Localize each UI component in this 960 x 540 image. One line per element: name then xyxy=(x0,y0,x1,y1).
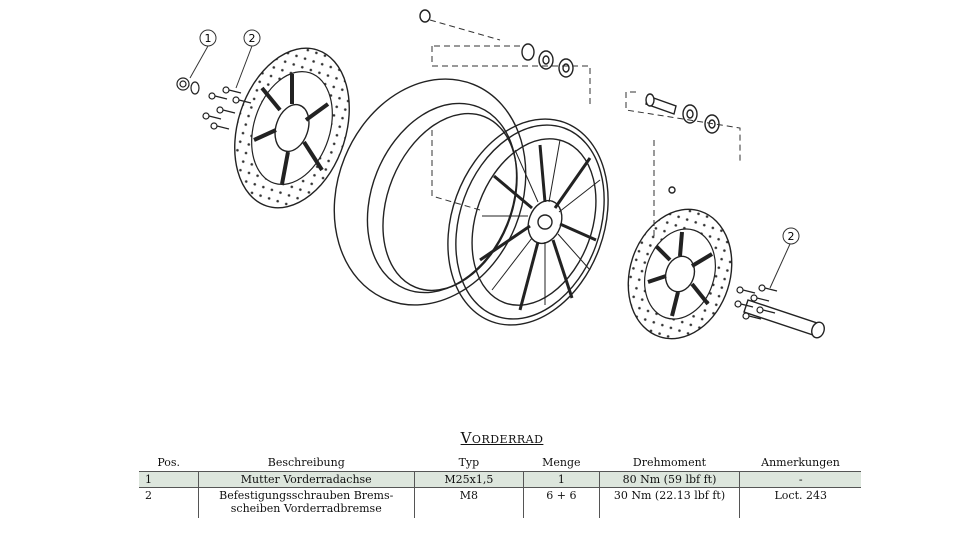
callout-2-left: 2 xyxy=(235,29,261,89)
cell-type: M25x1,5 xyxy=(413,471,524,488)
tyre xyxy=(333,78,527,306)
top-bearing-set xyxy=(419,9,574,78)
cell-pos: 1 xyxy=(139,471,199,488)
brake-disc-right xyxy=(627,208,733,340)
header-description: Beschreibung xyxy=(198,455,415,472)
header-torque: Drehmoment xyxy=(599,455,740,472)
right-bolts xyxy=(734,284,778,320)
cell-pos: 2 xyxy=(145,489,152,502)
svg-text:1: 1 xyxy=(205,32,212,45)
header-pos: Pos. xyxy=(139,455,199,472)
table-row: 1 Mutter Vorderradachse M25x1,5 1 80 Nm … xyxy=(139,471,861,488)
header-notes: Anmerkungen xyxy=(739,455,861,472)
callout-2-right: 2 xyxy=(769,227,800,289)
cell-type: M8 xyxy=(413,487,524,518)
table-title: Vorderrad xyxy=(460,429,544,447)
exploded-wheel-drawing: 1 2 2 xyxy=(176,9,825,340)
table-header-row: Pos. Beschreibung Typ Menge Drehmoment A… xyxy=(139,455,861,472)
cell-notes: - xyxy=(739,471,861,488)
cell-torque: 30 Nm (22.13 lbf ft) xyxy=(598,487,740,518)
svg-text:2: 2 xyxy=(249,32,256,45)
header-type: Typ xyxy=(414,455,524,472)
left-bolts xyxy=(176,77,252,130)
cell-description: Befestigungsschrauben Brems-scheiben Vor… xyxy=(197,487,415,518)
brake-disc-left xyxy=(234,47,350,209)
assembly-guides xyxy=(429,19,741,236)
svg-text:2: 2 xyxy=(788,230,795,243)
right-spacer-set xyxy=(645,93,720,194)
cell-quantity: 6 + 6 xyxy=(523,487,600,518)
cell-notes: Loct. 243 xyxy=(739,487,861,518)
axle xyxy=(743,299,825,339)
spec-table: Pos. Beschreibung Typ Menge Drehmoment A… xyxy=(139,455,861,518)
header-quantity: Menge xyxy=(523,455,600,472)
cell-quantity: 1 xyxy=(523,471,600,488)
cell-torque: 80 Nm (59 lbf ft) xyxy=(598,471,740,488)
table-row: 2 Befestigungsschrauben Brems-scheiben V… xyxy=(139,487,861,518)
callout-1: 1 xyxy=(189,29,217,79)
rim xyxy=(447,118,609,326)
cell-description: Mutter Vorderradachse xyxy=(197,471,415,488)
